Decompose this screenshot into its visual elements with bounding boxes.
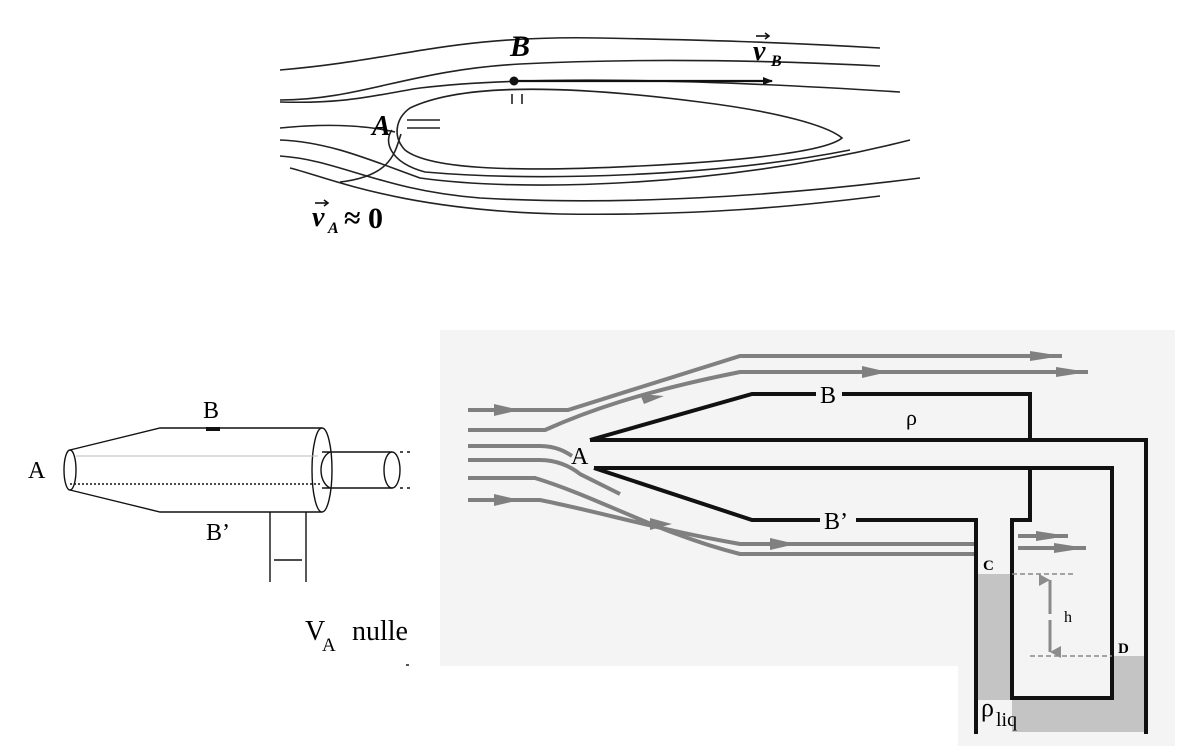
stream-bottom-inner [468, 498, 976, 546]
right-label-b: B [820, 383, 836, 409]
right-figure-panel [440, 330, 1175, 666]
stream-centre-1 [468, 444, 574, 458]
streamline-bottom-3 [289, 167, 881, 216]
airfoil-body [396, 88, 844, 170]
streamline-mid-stagnation [279, 124, 396, 133]
top-label-vb: v [753, 36, 766, 67]
probe-outlet-tube [320, 451, 392, 489]
streamline-top-3 [279, 79, 901, 104]
probe-nose-cone [69, 427, 322, 513]
left-label-a: A [28, 458, 46, 484]
probe-down-tube [269, 512, 307, 582]
probe-nose-tip [63, 449, 77, 491]
stream-bottom-outer [468, 476, 976, 556]
level-markers [1012, 573, 1112, 658]
left-probe-figure [63, 427, 412, 582]
top-label-va-rel: ≈ 0 [344, 202, 383, 235]
streamline-bottom-2 [279, 155, 921, 202]
inlet-arrowheads [494, 366, 888, 550]
top-label-b: B [509, 30, 530, 63]
streamline-top-1 [279, 36, 881, 71]
right-label-d: D [1118, 641, 1129, 657]
stream-centre-2 [468, 458, 621, 496]
wall-upper-static [589, 392, 1032, 442]
right-label-rho-liq-sub: liq [996, 709, 1017, 731]
right-label-h: h [1064, 609, 1072, 626]
pitot-tube-walls [589, 392, 1148, 734]
right-label-c: C [983, 558, 994, 574]
probe-outlet-end [383, 451, 401, 489]
label-bprime-backing [820, 509, 856, 531]
right-label-bprime: B’ [824, 509, 848, 535]
wall-c-tube-right [1010, 468, 1032, 574]
probe-body-end [311, 427, 333, 513]
left-caption-v: V [305, 616, 325, 647]
stream-top-inner [468, 367, 1088, 432]
manometer-liquid [976, 574, 1146, 732]
wall-centre-top [590, 438, 1148, 654]
right-label-a: A [571, 444, 589, 470]
right-label-rho: ρ [906, 405, 917, 430]
streamline-top-2 [279, 59, 881, 101]
top-airfoil-figure [279, 36, 921, 216]
pointer-va [339, 133, 402, 183]
manometer-u-left-inner [1010, 574, 1114, 700]
left-caption-sub: A [322, 635, 336, 656]
wall-lower-static [593, 466, 978, 574]
left-label-b: B [203, 398, 219, 424]
wall-centre-bottom [594, 466, 1114, 654]
top-label-vb-sub: B [770, 53, 782, 70]
vector-accents [315, 32, 771, 207]
streamline-wrap [387, 129, 851, 178]
left-label-bprime: B’ [206, 520, 230, 546]
right-label-rho-liq: ρ [981, 693, 994, 722]
top-label-a: A [370, 111, 391, 142]
top-label-va-sub: A [327, 220, 339, 237]
top-label-va: v [312, 202, 325, 233]
left-caption-tick [406, 664, 409, 666]
label-b-backing [816, 383, 842, 405]
streamline-bottom-1 [279, 139, 911, 186]
left-caption-rest: nulle [352, 616, 408, 647]
